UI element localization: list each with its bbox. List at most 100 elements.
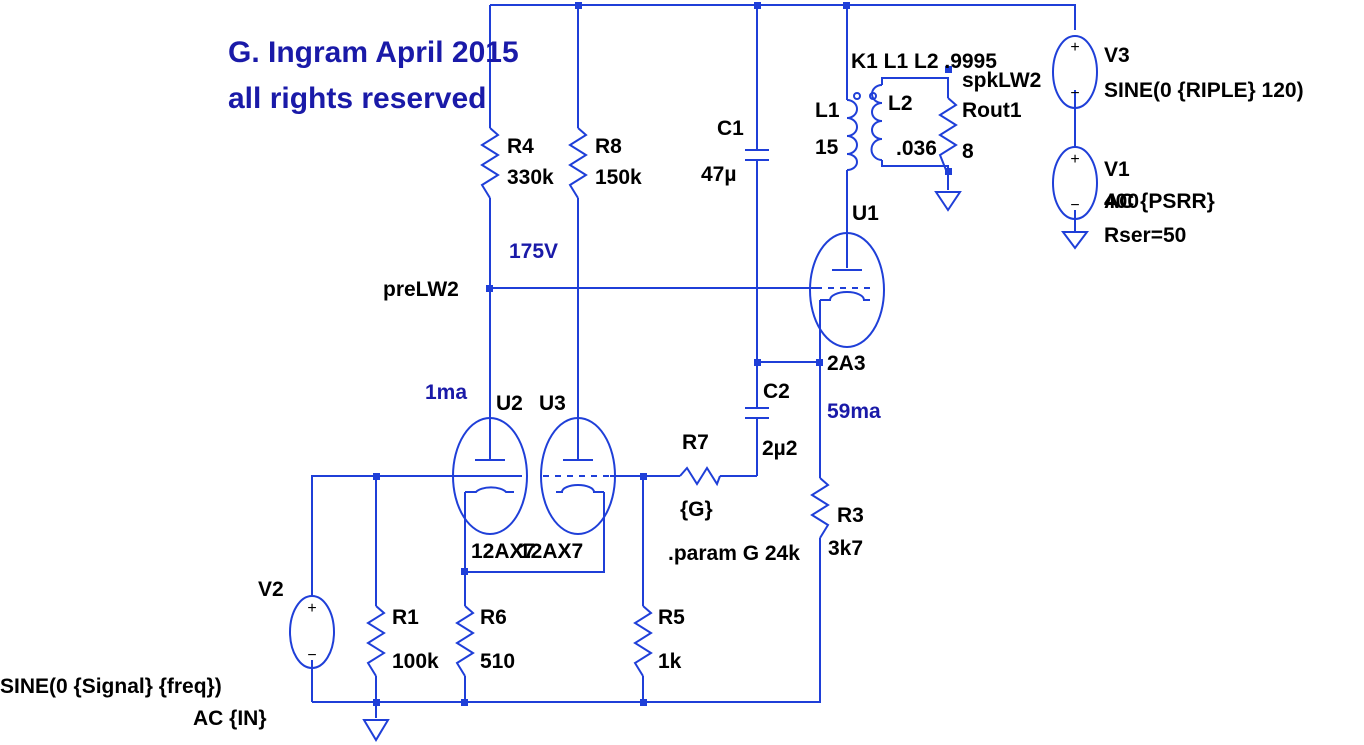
l2-value: .036 [896,137,937,160]
v3-plus-icon: + [1070,39,1079,56]
r3-value: 3k7 [828,537,863,560]
v1-rser: Rser=50 [1104,224,1186,247]
v3-value: SINE(0 {RIPLE} 120) [1104,79,1304,102]
wire-ground-bus [312,538,821,703]
rout1-value: 8 [962,140,974,163]
r5-ref: R5 [658,606,685,629]
component-labels: R4 330k R8 150k C1 47µ C2 2µ2 R7 {G} R3 … [0,44,1304,730]
header-text: G. Ingram April 2015 all rights reserved [228,36,519,115]
l1-value: 15 [815,136,839,159]
wire-cathodes [464,492,605,573]
r1-resistor[interactable] [366,605,386,677]
transformer [846,84,883,171]
ground-icon [1061,231,1089,250]
tube-u3[interactable] [540,417,616,535]
param-directive: .param G 24k [668,542,800,565]
v1-minus-icon: − [1070,197,1079,214]
r8-ref: R8 [595,135,622,158]
c1-value: 47µ [701,163,736,186]
r5-value: 1k [658,650,682,673]
junction-nodes [373,2,952,706]
u3-ref: U3 [539,392,566,415]
annotations: 175V 1ma 59ma [425,240,881,423]
v2-minus-icon: − [307,647,316,664]
v2-source-icon [289,595,335,669]
prelw2-net-label: preLW2 [383,278,459,301]
rout1-ref: Rout1 [962,99,1022,122]
v2-plus-icon: + [307,600,316,617]
r3-resistor[interactable] [810,477,830,539]
r1-ref: R1 [392,606,419,629]
u1-ref: U1 [852,202,879,225]
u3-envelope [540,417,616,535]
node [945,168,952,175]
grounds [362,191,1089,742]
node [816,359,823,366]
r8-value: 150k [595,166,642,189]
resistors [366,97,958,677]
r6-value: 510 [480,650,515,673]
u2-cathode [465,486,514,493]
c2-ref: C2 [763,380,790,403]
r5-resistor[interactable] [633,605,653,677]
v1-plus-icon: + [1070,151,1079,168]
v2-value: SINE(0 {Signal} {freq}) [0,675,222,698]
v1-ref: V1 [1104,158,1130,181]
source-v3[interactable]: + − [1052,35,1098,109]
v1-value-ac: AC {PSRR} [1104,190,1215,213]
r7-value: {G} [680,498,713,521]
r4-value: 330k [507,166,554,189]
wires [311,4,1076,718]
v2-ref: V2 [258,578,284,601]
u1-envelope [809,232,885,348]
node [843,2,850,9]
u1-model: 2A3 [827,352,866,375]
wire-l2-bottom [881,160,949,175]
wire-l2-top [881,77,949,98]
r6-resistor[interactable] [455,605,475,677]
u2-ref: U2 [496,392,523,415]
c2-value: 2µ2 [762,437,797,460]
node [373,473,380,480]
r6-ref: R6 [480,606,507,629]
wire-top-rail [490,4,1076,30]
node [754,359,761,366]
r7-ref: R7 [682,431,709,454]
spklw2-net-label: spkLW2 [962,69,1041,92]
rout1-resistor[interactable] [938,97,958,176]
r8-resistor[interactable] [568,127,588,199]
current-note-59ma: 59ma [827,400,881,423]
u3-model: 12AX7 [519,540,583,563]
author-title: G. Ingram April 2015 [228,36,519,69]
u2-envelope [452,417,528,535]
rights-title: all rights reserved [228,82,486,115]
node [461,568,468,575]
l1-inductor[interactable] [846,99,858,171]
ground-icon [362,719,390,742]
c1-ref: C1 [717,117,744,140]
node [640,699,647,706]
r7-resistor[interactable] [679,466,721,487]
v3-minus-icon: − [1070,85,1079,102]
voltage-note: 175V [509,240,558,263]
node [754,2,761,9]
ground-icon [934,191,962,212]
r1-value: 100k [392,650,439,673]
r4-ref: R4 [507,135,534,158]
v3-source-icon [1052,35,1098,109]
wire-input-grid [311,475,522,596]
source-v1[interactable]: + − [1052,146,1098,220]
node [945,66,952,73]
tube-u2[interactable] [452,417,528,535]
node [640,473,647,480]
tube-u1[interactable] [809,232,885,348]
r4-resistor[interactable] [480,127,500,199]
source-v2[interactable]: + − [289,595,335,669]
u1-cathode [820,291,870,301]
l2-ref: L2 [888,92,913,115]
current-note-1ma: 1ma [425,381,467,404]
node [461,699,468,706]
v1-source-icon [1052,146,1098,220]
u3-cathode [556,484,604,493]
